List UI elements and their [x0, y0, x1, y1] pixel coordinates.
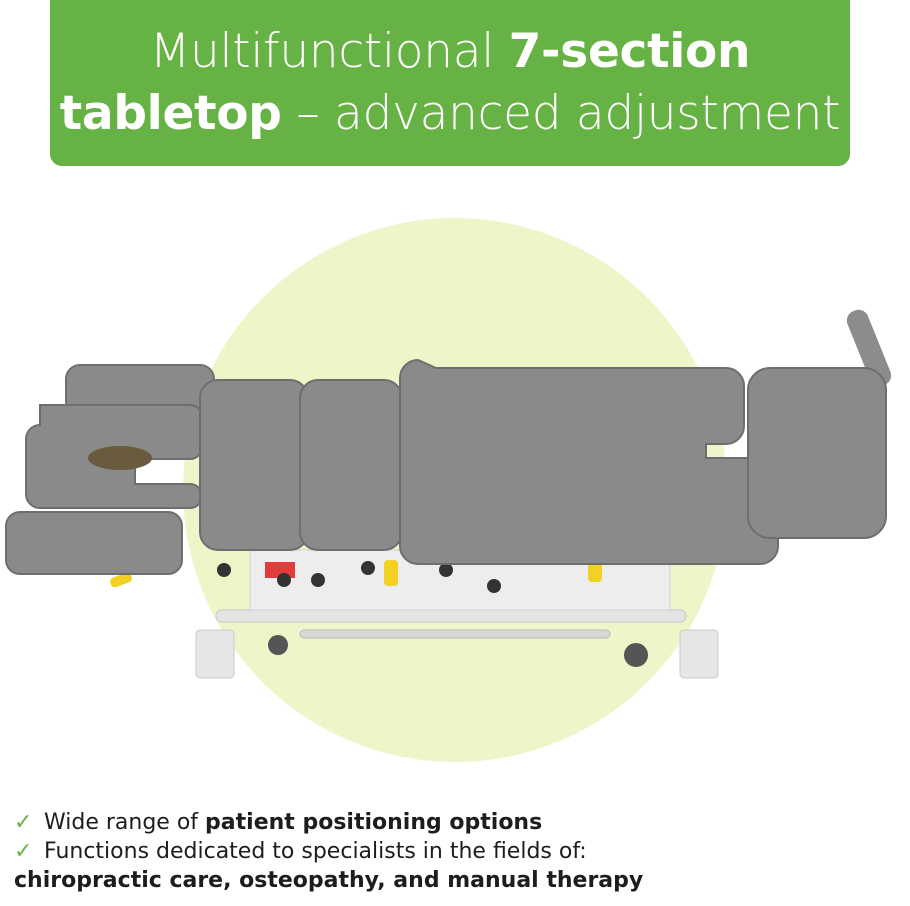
treatment-table-image [5, 218, 892, 762]
banner-line-1: Multifunctional 7-section [50, 21, 850, 83]
cushion-chest-2 [299, 379, 403, 551]
banner-line1-light: Multifunctional [149, 24, 509, 79]
feature-1-bold: patient positioning options [205, 810, 543, 835]
banner-line1-bold: 7-section [508, 24, 751, 79]
face-opening [88, 446, 152, 470]
list-item: ✓ Functions dedicated to specialists in … [14, 837, 900, 866]
product-image [0, 190, 910, 790]
banner-line2-light: – advanced adjustment [281, 86, 841, 141]
feature-2-bold: chiropractic care, osteopathy, and manua… [14, 868, 644, 893]
feature-list: ✓ Wide range of patient positioning opti… [14, 808, 900, 895]
list-item-continued: ✓ chiropractic care, osteopathy, and man… [0, 866, 900, 895]
feature-2-light: Functions dedicated to specialists in th… [44, 839, 587, 864]
check-icon: ✓ [14, 810, 33, 835]
cushion-chest-1 [199, 379, 309, 551]
cushion-legs [747, 367, 887, 539]
banner-line2-bold: tabletop [59, 86, 282, 141]
cushion-head-bottom [5, 511, 183, 575]
check-icon: ✓ [14, 839, 33, 864]
banner-line-2: tabletop – advanced adjustment [50, 83, 850, 145]
feature-1-light: Wide range of [44, 810, 206, 835]
cushion-pelvis [399, 358, 779, 565]
title-banner: Multifunctional 7-section tabletop – adv… [50, 0, 850, 166]
list-item: ✓ Wide range of patient positioning opti… [14, 808, 900, 837]
cushions [5, 358, 887, 575]
